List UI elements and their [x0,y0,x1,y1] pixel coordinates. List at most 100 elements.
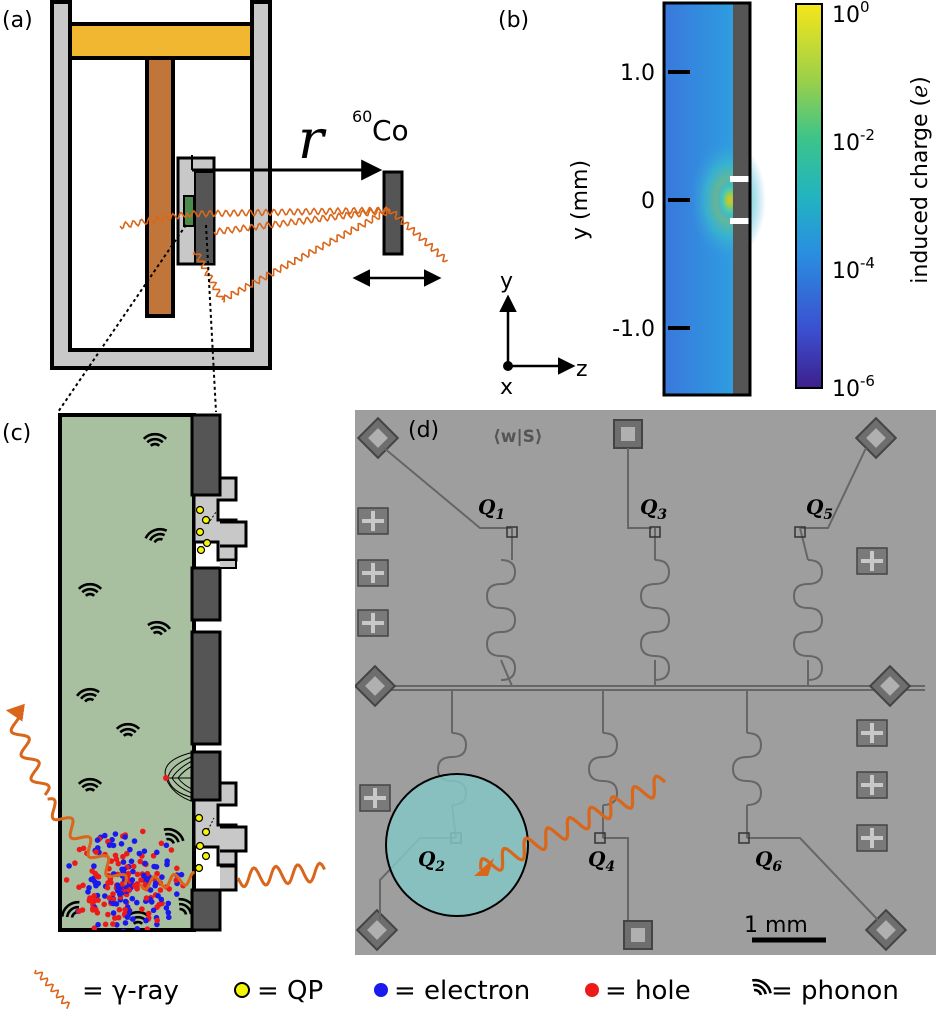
electron-dot [128,858,135,865]
gamma-ray-path [138,870,195,892]
hole-dot [76,884,82,890]
electron-dot [136,850,143,857]
test-structure [856,771,888,799]
electron-dot [110,842,117,849]
hole-dot [76,908,82,914]
legend-gamma-icon [33,969,71,1009]
hole-dot [86,897,93,904]
electron-dot [119,866,125,872]
ytick-label: 1.0 [620,61,655,86]
hole-dot [115,860,122,867]
distance-symbol: r [298,108,327,171]
qubit-label: Q6 [755,847,782,875]
electron-dot [122,898,129,905]
hole-dot [168,847,175,853]
hole-dot [92,897,98,904]
chip-trace [485,559,517,681]
electron-dot [152,882,158,889]
qubit-label: Q3 [640,495,667,523]
qubit-square [738,832,750,844]
gamma-ray-path [187,205,390,218]
electron-dot [127,846,133,853]
electron-dot [150,907,157,914]
gamma-ray-path [236,861,326,889]
electron-dot [94,837,101,843]
zoom-line-right [205,224,217,413]
hole-dot [157,887,164,893]
gamma-ray-path [388,209,449,263]
electrode-gap-top [730,176,750,182]
chip-circuitry [355,416,925,952]
electron-dot [124,914,131,920]
hole-dot [106,895,113,901]
test-structure [357,507,389,535]
electron-dot [85,889,91,895]
chip-mini [183,195,195,227]
hole-dot [154,917,160,924]
hole-dot [112,915,118,921]
bond-pad [355,664,397,708]
electron-dot [134,899,140,906]
bond-pad [613,419,643,449]
legend-electron-label: = electron [394,976,530,1006]
gamma-ray-path [213,206,391,236]
electron-dot [117,890,124,896]
hole-dot [103,934,109,940]
copper-rod [145,56,175,318]
electron-dot [165,900,172,907]
hole-dot [120,853,126,860]
electron-dot [122,834,128,840]
test-structure [357,609,389,637]
electron-dot [106,842,113,849]
impact-circle [385,773,529,917]
electron-dot [102,893,108,899]
colorbar-label: induced charge (e) [908,76,933,283]
ytick-label: 0 [641,189,655,214]
colorbar-tick: 10-2 [832,126,875,156]
electron-dot [120,859,127,865]
hole-dot [138,877,144,883]
colorbar-tick: 10-4 [832,254,875,284]
hole-dot [143,895,150,901]
source-mass-number: 60 [352,107,372,126]
hole-dot [91,925,98,930]
hole-dot [116,906,123,913]
charge-cloud [63,828,186,942]
phonon-icon [752,978,772,996]
chip-trace [603,837,629,920]
panel-c: (c) [2,413,326,942]
electron-dot [130,916,136,922]
qubit-label: Q5 [806,495,833,523]
electron-dot [131,838,138,844]
legend-gamma-wave [33,969,71,1009]
hole-dot [174,865,180,872]
phonon-icon [115,722,141,737]
hole-dot [140,828,146,835]
colorbar [795,3,823,389]
electron-dot [153,864,160,870]
hole-dot [94,910,101,916]
hole-dot [110,921,116,927]
qubit-label: Q4 [588,847,615,875]
ytick-label: -1.0 [612,317,655,342]
gamma-ray-path [47,797,128,886]
hole-dot [101,901,107,908]
qubit-square [506,526,518,538]
electron-dot [115,882,121,888]
electron-dot [143,917,149,924]
chip-trace [799,527,809,561]
hole-dot [90,905,96,912]
legend-phonon-icon [752,978,772,996]
electron-dot [130,936,136,942]
cryostat-frame [50,0,272,370]
electron-dot [178,871,185,878]
panel-c-label: (c) [2,421,31,446]
gamma-rays-a [119,205,449,303]
hole-dot [94,873,100,880]
axis-y-label: y [500,269,513,294]
electron-dot [163,905,170,911]
qubit-square [649,526,661,538]
electron-dot [129,877,136,883]
test-structure [359,784,391,812]
